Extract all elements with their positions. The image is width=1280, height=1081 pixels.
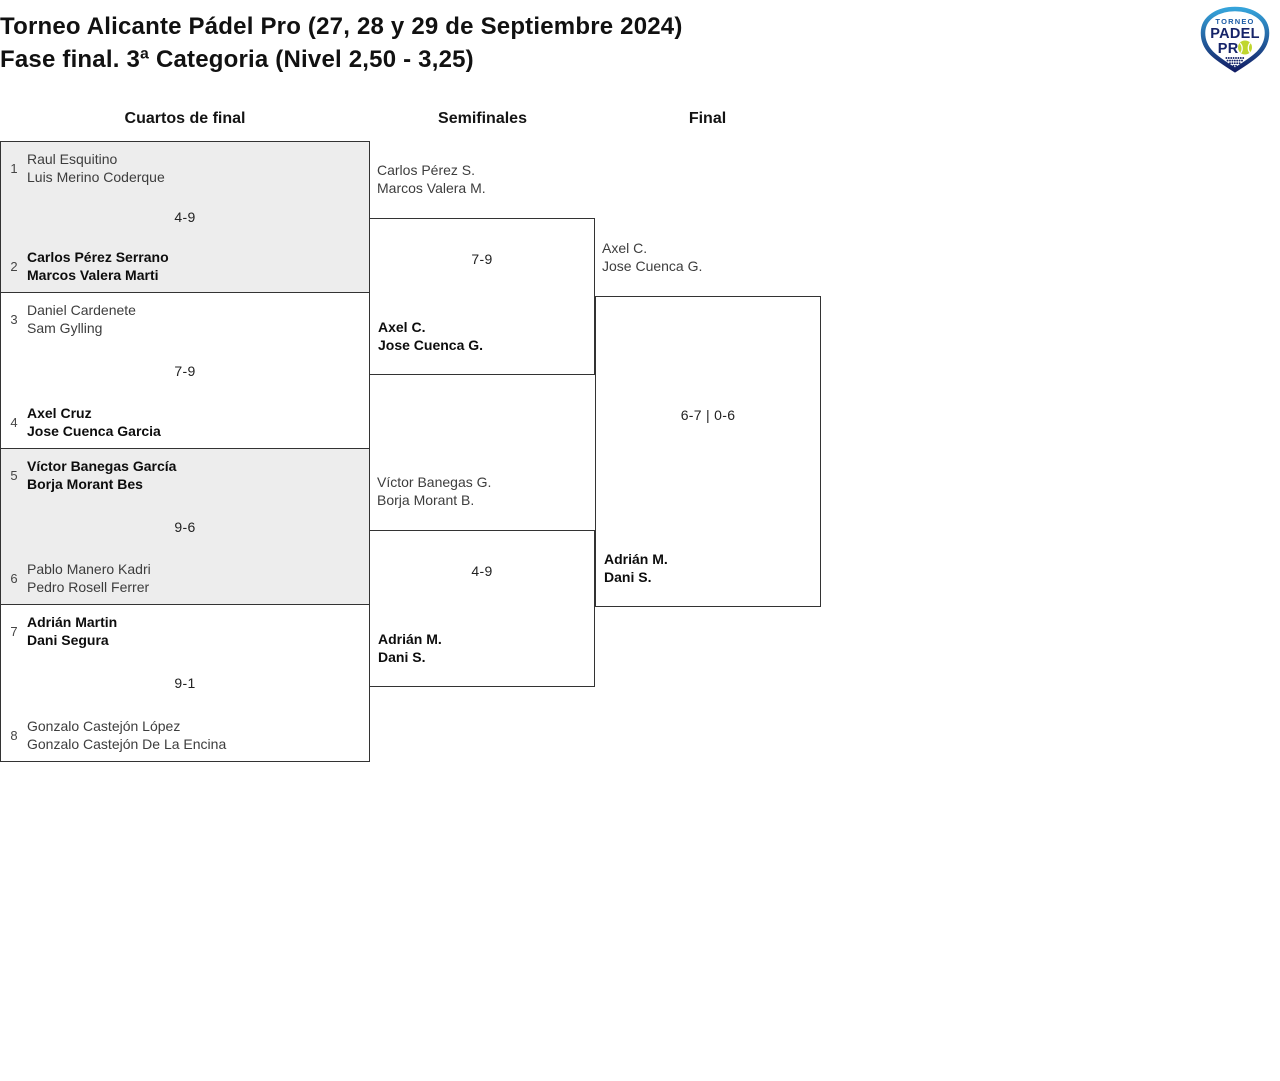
player-name: Jose Cuenca G. — [378, 337, 484, 353]
player-name: Marcos Valera Marti — [27, 267, 159, 283]
player-name: Axel C. — [378, 319, 426, 335]
quarterfinal-match-3: 5 Víctor Banegas García Borja Morant Bes… — [0, 448, 370, 605]
torneo-padel-pro-logo: TORNEO PADEL PR — [1196, 6, 1274, 74]
player-name: Carlos Pérez Serrano — [27, 249, 169, 265]
semifinal-match-2: 4-9 Adrián M. Dani S. — [369, 530, 595, 687]
seed-number: 4 — [10, 414, 18, 430]
semifinal-2-bottom-team: Adrián M. Dani S. — [378, 630, 442, 666]
logo-text-pro: PR — [1218, 41, 1239, 57]
semifinal-1-bottom-team: Axel C. Jose Cuenca G. — [378, 318, 483, 354]
player-name: Víctor Banegas G. — [377, 474, 492, 490]
seed-number: 7 — [10, 623, 18, 639]
seed-number: 1 — [10, 160, 18, 176]
player-name: Adrián Martin — [27, 614, 118, 630]
team-row: 2 Carlos Pérez Serrano Marcos Valera Mar… — [1, 248, 369, 284]
team-row: 8 Gonzalo Castejón López Gonzalo Castejó… — [1, 717, 369, 753]
final-top-team: Axel C. Jose Cuenca G. — [602, 239, 702, 275]
player-name: Dani S. — [604, 569, 652, 585]
racket-perforation-dots — [1225, 57, 1245, 67]
semifinal-1-top-team: Carlos Pérez S. Marcos Valera M. — [377, 161, 486, 197]
seed-number: 5 — [10, 467, 18, 483]
player-name: Daniel Cardenete — [27, 302, 136, 318]
player-name: Axel Cruz — [27, 405, 92, 421]
player-name: Dani Segura — [27, 632, 109, 648]
match-score: 6-7 | 0-6 — [680, 407, 736, 423]
player-name: Jose Cuenca G. — [602, 258, 703, 274]
round-header-semifinales: Semifinales — [438, 110, 527, 127]
team-names: Daniel Cardenete Sam Gylling — [27, 301, 136, 337]
team-names: Axel Cruz Jose Cuenca Garcia — [27, 404, 161, 440]
player-name: Jose Cuenca Garcia — [27, 423, 161, 439]
team-names: Víctor Banegas García Borja Morant Bes — [27, 457, 176, 493]
match-score: 7-9 — [471, 251, 493, 267]
player-name: Axel C. — [602, 240, 648, 256]
team-row: 7 Adrián Martin Dani Segura — [1, 613, 369, 649]
team-row: 3 Daniel Cardenete Sam Gylling — [1, 301, 369, 337]
seed-number: 3 — [10, 311, 18, 327]
logo-text-padel: PADEL — [1210, 26, 1260, 42]
team-names: Gonzalo Castejón López Gonzalo Castejón … — [27, 717, 226, 753]
player-name: Gonzalo Castejón López — [27, 718, 181, 734]
team-row: 5 Víctor Banegas García Borja Morant Bes — [1, 457, 369, 493]
seed-number: 2 — [10, 258, 18, 274]
seed-number: 6 — [10, 570, 18, 586]
tennis-ball-icon — [1238, 40, 1252, 55]
semifinal-match-1: 7-9 Axel C. Jose Cuenca G. — [369, 218, 595, 375]
semifinal-2-top-team: Víctor Banegas G. Borja Morant B. — [377, 473, 491, 509]
player-name: Sam Gylling — [27, 320, 103, 336]
team-row: 6 Pablo Manero Kadri Pedro Rosell Ferrer — [1, 560, 369, 596]
round-header-final: Final — [688, 110, 727, 127]
player-name: Pedro Rosell Ferrer — [27, 579, 150, 595]
player-name: Adrián M. — [604, 551, 668, 567]
title-line-2: Fase final. 3ª Categoria (Nivel 2,50 - 3… — [0, 46, 474, 73]
team-names: Adrián Martin Dani Segura — [27, 613, 117, 649]
page-title: Torneo Alicante Pádel Pro (27, 28 y 29 d… — [0, 10, 683, 76]
quarterfinal-match-4: 7 Adrián Martin Dani Segura 9-1 8 Gonzal… — [0, 604, 370, 762]
player-name: Borja Morant B. — [377, 492, 475, 508]
round-header-cuartos-de-final: Cuartos de final — [124, 110, 246, 127]
player-name: Víctor Banegas García — [27, 458, 177, 474]
match-score: 9-6 — [174, 518, 196, 535]
match-score: 7-9 — [174, 362, 196, 379]
team-names: Pablo Manero Kadri Pedro Rosell Ferrer — [27, 560, 151, 596]
title-line-1: Torneo Alicante Pádel Pro (27, 28 y 29 d… — [0, 13, 683, 40]
player-name: Dani S. — [378, 649, 426, 665]
player-name: Luis Merino Coderque — [27, 169, 165, 185]
player-name: Pablo Manero Kadri — [27, 561, 151, 577]
player-name: Borja Morant Bes — [27, 476, 143, 492]
match-score: 9-1 — [174, 675, 196, 691]
player-name: Raul Esquitino — [27, 151, 118, 167]
quarterfinal-match-2: 3 Daniel Cardenete Sam Gylling 7-9 4 Axe… — [0, 292, 370, 449]
quarterfinal-match-1: 1 Raul Esquitino Luis Merino Coderque 4-… — [0, 141, 370, 293]
padel-racket-icon: TORNEO PADEL PR — [1200, 6, 1270, 73]
player-name: Gonzalo Castejón De La Encina — [27, 736, 227, 752]
player-name: Adrián M. — [378, 631, 442, 647]
team-names: Raul Esquitino Luis Merino Coderque — [27, 150, 165, 186]
team-row: 4 Axel Cruz Jose Cuenca Garcia — [1, 404, 369, 440]
team-names: Carlos Pérez Serrano Marcos Valera Marti — [27, 248, 169, 284]
match-score: 4-9 — [174, 209, 196, 225]
match-score: 4-9 — [471, 563, 493, 579]
final-match: 6-7 | 0-6 Adrián M. Dani S. — [595, 296, 821, 607]
team-row: 1 Raul Esquitino Luis Merino Coderque — [1, 150, 369, 186]
player-name: Carlos Pérez S. — [377, 162, 476, 178]
logo-text-torneo: TORNEO — [1215, 17, 1254, 26]
final-bottom-team: Adrián M. Dani S. — [604, 550, 668, 586]
player-name: Marcos Valera M. — [377, 180, 486, 196]
seed-number: 8 — [10, 727, 18, 743]
